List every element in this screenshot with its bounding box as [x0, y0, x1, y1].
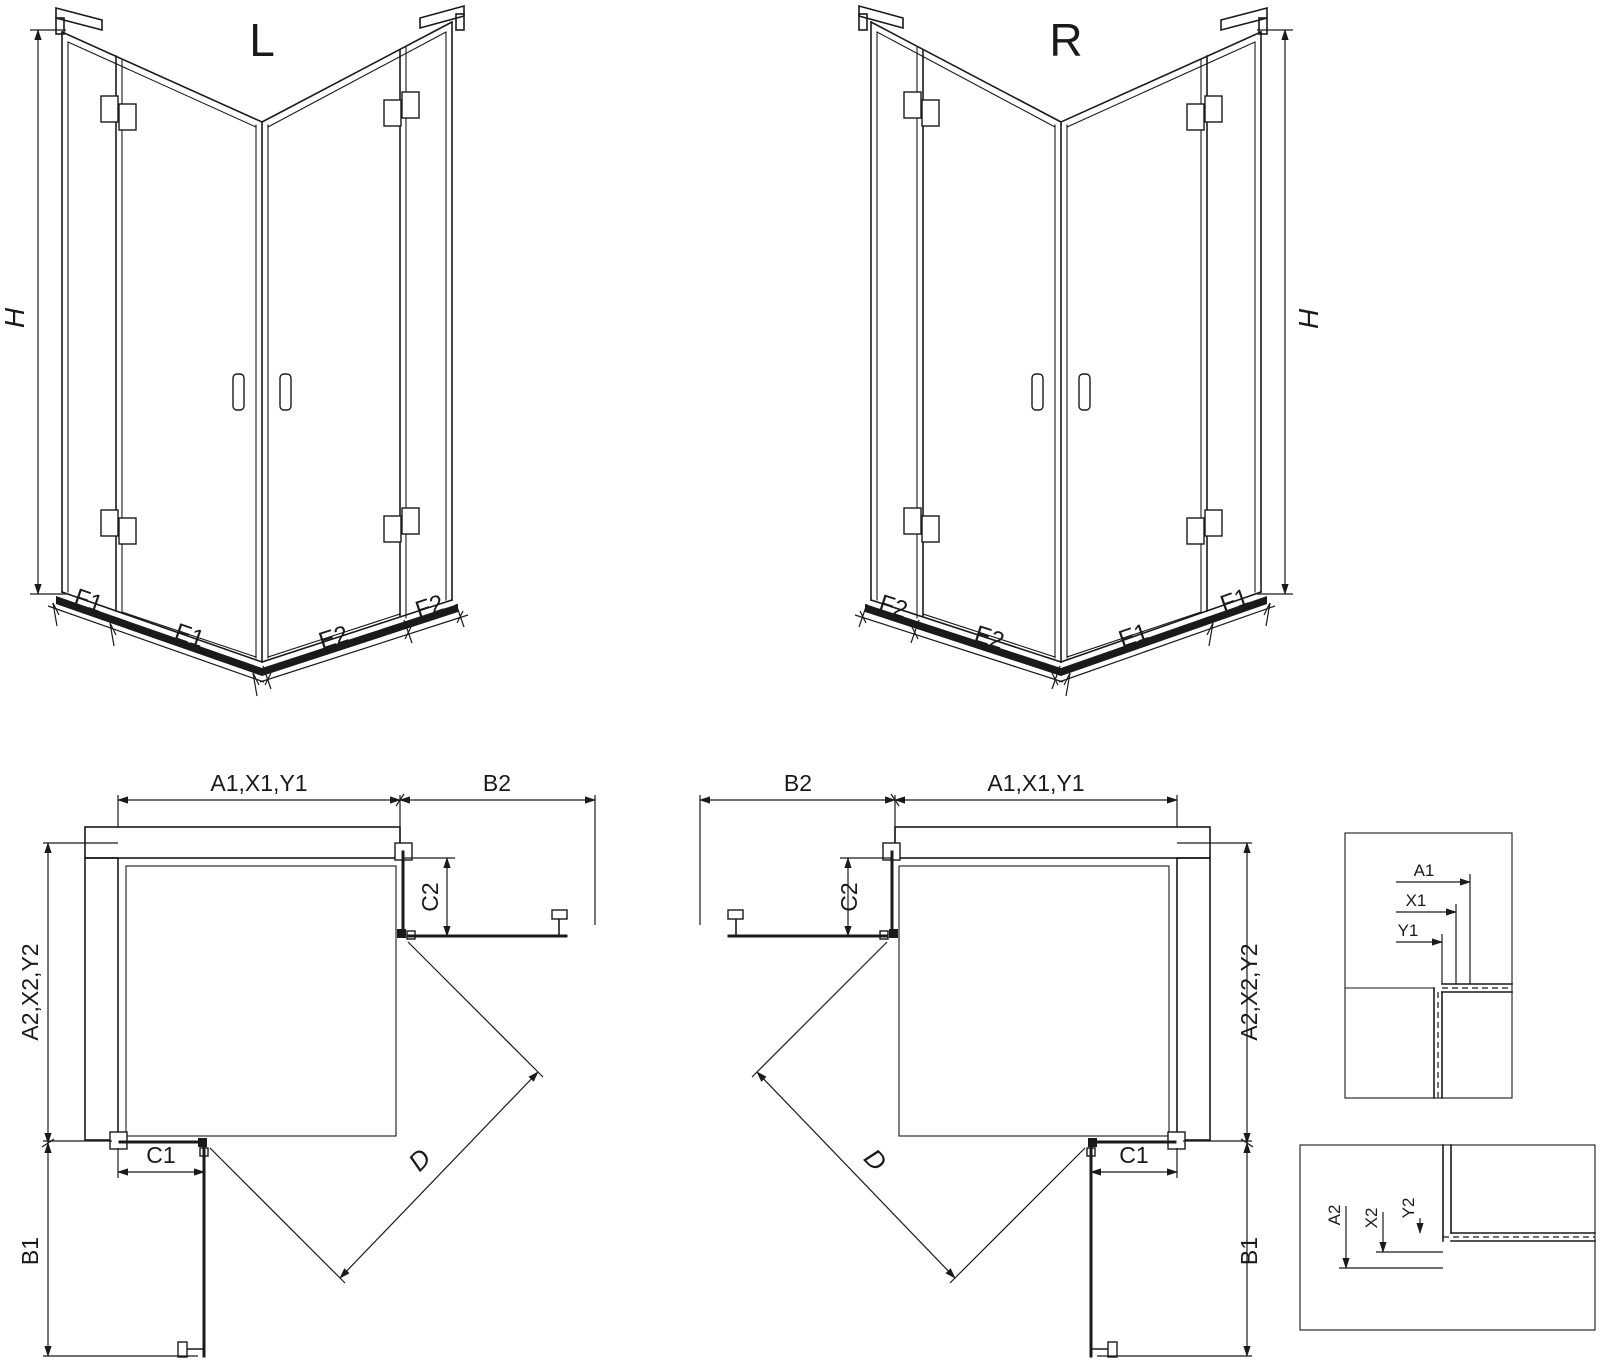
- detail2-dim-a2: A2: [1325, 1205, 1344, 1226]
- detail2-dim-x2: X2: [1362, 1208, 1381, 1229]
- plan-right-dim-b1: B1: [1236, 1237, 1262, 1265]
- detail1-dim-x1: X1: [1406, 891, 1427, 910]
- detail2-dim-y2: Y2: [1399, 1198, 1418, 1219]
- plan-left-dim-b2: B2: [483, 770, 511, 796]
- iso-left-title: L: [249, 14, 275, 66]
- plan-right-dim-a1: A1,X1,Y1: [987, 770, 1084, 796]
- plan-right-dim-c1: C1: [1119, 1142, 1148, 1168]
- plan-left-dim-a1: A1,X1,Y1: [210, 770, 307, 796]
- plan-left-dim-c2: C2: [417, 882, 443, 911]
- plan-right-dim-d: D: [858, 1143, 893, 1177]
- detail-view-top: A1 X1 Y1: [1344, 832, 1513, 1099]
- iso-view-left: L H F1 E1 E2 F2: [0, 6, 468, 696]
- detail-view-bottom: A2 X2 Y2: [1299, 1144, 1596, 1331]
- detail1-dim-a1: A1: [1414, 861, 1435, 880]
- plan-left-dim-a2: A2,X2,Y2: [17, 943, 43, 1040]
- iso-right-title: R: [1049, 14, 1082, 66]
- plan-left-dim-c1: C1: [146, 1142, 175, 1168]
- plan-right-dim-c2: C2: [836, 882, 862, 911]
- detail1-dim-y1: Y1: [1398, 921, 1419, 940]
- plan-view-left: A1,X1,Y1 B2 C2 A2,X2,Y2 C1 B1 D: [17, 770, 595, 1357]
- plan-left-dim-d: D: [402, 1143, 437, 1177]
- plan-right-dim-a2: A2,X2,Y2: [1236, 943, 1262, 1040]
- plan-left-dim-b1: B1: [17, 1237, 43, 1265]
- plan-right-dim-b2: B2: [784, 770, 812, 796]
- iso-right-dim-h: H: [1293, 308, 1324, 329]
- iso-view-right: R H F2 E2 E1 F1: [855, 6, 1324, 696]
- plan-view-right: A1,X1,Y1 B2 C2 A2,X2,Y2 C1 B1 D: [700, 770, 1262, 1357]
- iso-left-dim-h: H: [0, 307, 30, 328]
